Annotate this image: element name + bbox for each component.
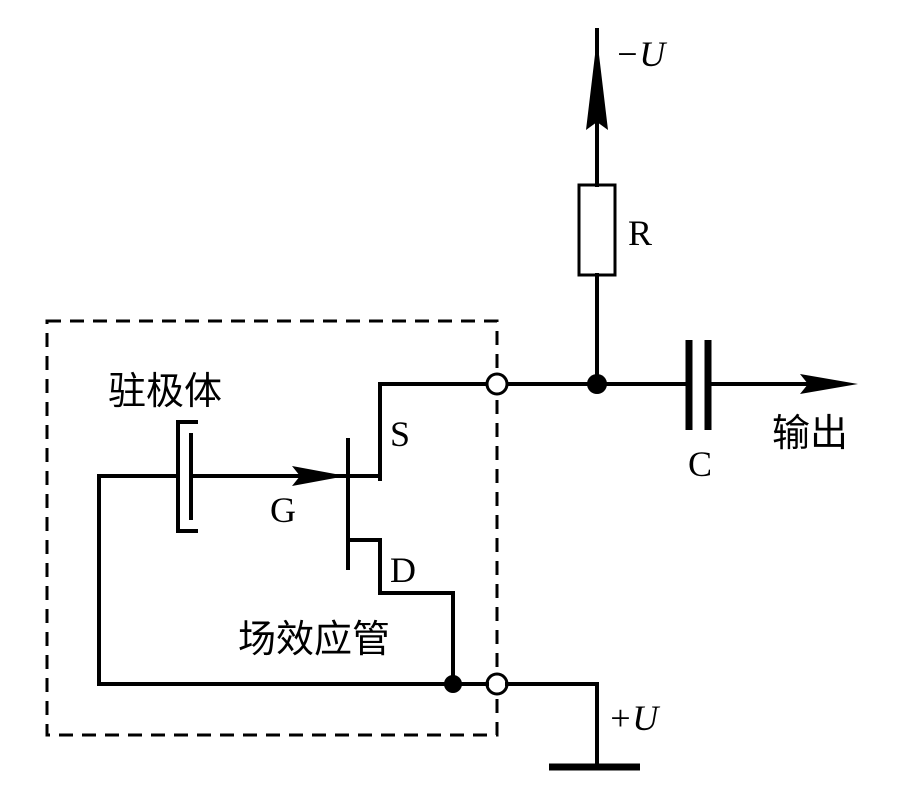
junction-dot [587,374,607,394]
terminal-bottom [485,672,509,696]
fet-label: 场效应管 [238,617,390,661]
ground-wire [505,682,599,769]
return-wire [97,474,489,686]
terminal-top [485,372,509,396]
gate-arrow-icon [292,466,346,486]
drain-label: D [390,550,416,590]
source-wire [378,382,686,481]
capacitor-label: C [688,444,712,484]
neg-supply-label: −U [615,34,667,74]
neg-supply-arrow-icon [586,38,608,130]
gate-label: G [270,490,296,530]
output-arrow-icon [800,374,858,394]
source-label: S [390,414,410,454]
resistor-label: R [628,213,652,253]
capsule-boundary [45,319,499,737]
pos-supply-label: +U [608,698,660,738]
electret-label: 驻极体 [108,369,222,413]
output-label: 输出 [772,411,848,455]
resistor [577,183,617,277]
drain-junction-dot [444,675,462,693]
drain-wire [346,538,455,686]
